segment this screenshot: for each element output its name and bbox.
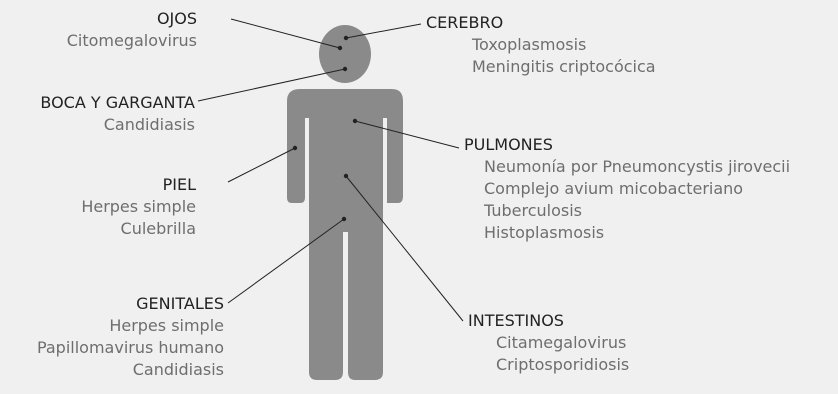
label-pulmones-item-4: Histoplasmosis	[484, 223, 605, 242]
label-piel: PIEL Herpes simple Culebrilla	[81, 174, 196, 240]
human-figure	[287, 25, 403, 380]
label-genitales-item-3: Candidiasis	[132, 360, 224, 379]
leader-line-pulmones	[354, 120, 460, 149]
label-pulmones: PULMONES Neumonía por Pneumoncystis jiro…	[464, 134, 790, 244]
leader-line-ojos	[230, 18, 341, 49]
label-cerebro: CEREBRO Toxoplasmosis Meningitis criptoc…	[426, 12, 656, 78]
figure-head	[319, 25, 371, 83]
label-genitales-heading: GENITALES	[136, 294, 224, 313]
point-piel	[292, 145, 298, 151]
point-intestinos	[343, 173, 349, 179]
point-genitales	[341, 216, 347, 222]
label-cerebro-item-1: Toxoplasmosis	[472, 35, 587, 54]
label-cerebro-item-2: Meningitis criptocócica	[472, 57, 656, 76]
label-piel-item-1: Herpes simple	[81, 197, 196, 216]
label-genitales: GENITALES Herpes simple Papillomavirus h…	[37, 293, 224, 381]
leader-line-piel	[227, 147, 296, 183]
point-boca	[342, 66, 348, 72]
point-ojos	[337, 45, 343, 51]
label-piel-heading: PIEL	[162, 175, 196, 194]
leader-lines	[197, 18, 464, 322]
point-cerebro	[343, 35, 349, 41]
label-boca: BOCA Y GARGANTA Candidiasis	[40, 92, 195, 136]
label-genitales-item-1: Herpes simple	[109, 316, 224, 335]
label-cerebro-heading: CEREBRO	[426, 13, 504, 32]
label-intestinos: INTESTINOS Citamegalovirus Criptosporidi…	[468, 310, 629, 376]
figure-body	[287, 89, 403, 380]
label-pulmones-item-1: Neumonía por Pneumoncystis jirovecii	[484, 157, 791, 176]
label-piel-item-2: Culebrilla	[120, 219, 196, 238]
connection-points	[292, 35, 358, 222]
label-ojos: OJOS Citomegalovirus	[67, 8, 197, 52]
point-pulmones	[352, 118, 358, 124]
leader-line-genitales	[227, 218, 345, 304]
label-ojos-heading: OJOS	[156, 9, 197, 28]
label-intestinos-heading: INTESTINOS	[468, 311, 564, 330]
label-pulmones-item-2: Complejo avium micobacteriano	[484, 179, 744, 198]
label-pulmones-item-3: Tuberculosis	[484, 201, 582, 220]
label-intestinos-item-2: Criptosporidiosis	[496, 355, 630, 374]
label-intestinos-item-1: Citamegalovirus	[496, 333, 627, 352]
label-boca-item-1: Candidiasis	[103, 115, 195, 134]
leader-line-boca	[197, 68, 346, 102]
label-boca-heading: BOCA Y GARGANTA	[40, 93, 195, 112]
label-pulmones-heading: PULMONES	[464, 135, 553, 154]
leader-line-intestinos	[345, 175, 464, 322]
label-ojos-item-1: Citomegalovirus	[66, 31, 197, 50]
leader-line-cerebro	[345, 23, 422, 39]
label-genitales-item-2: Papillomavirus humano	[36, 338, 224, 357]
